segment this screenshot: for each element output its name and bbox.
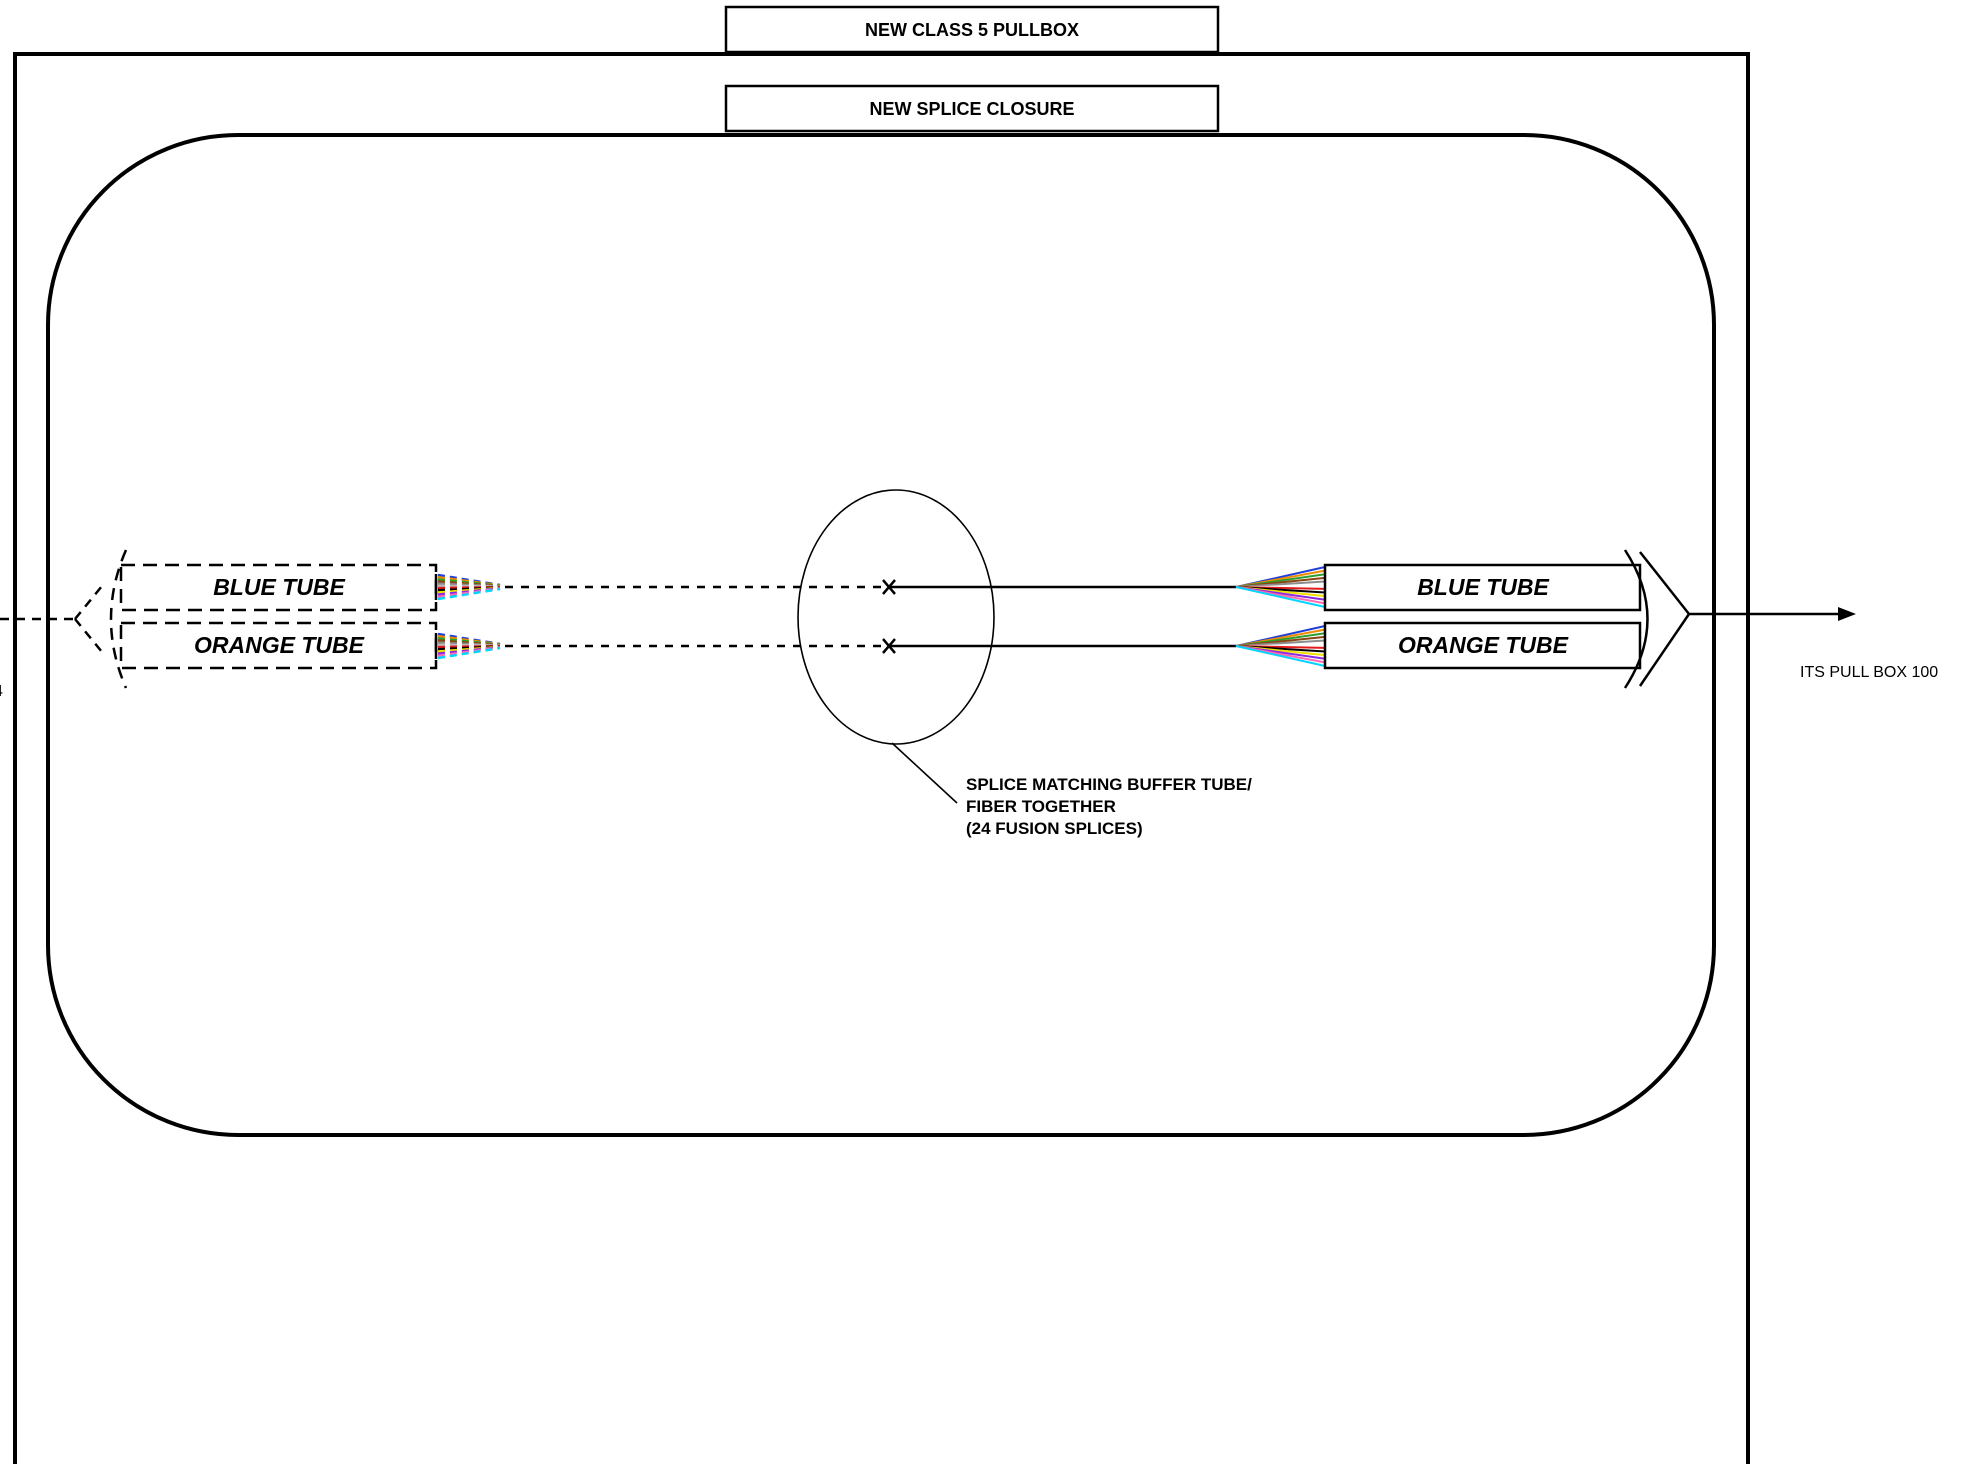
closure-title-box (724, 84, 1220, 133)
callout-leader (891, 742, 958, 804)
splice-note-line-3: (24 FUSION SPLICES) (966, 819, 1143, 838)
left-cable-fanout (74, 585, 103, 653)
splice-note-line-1: SPLICE MATCHING BUFFER TUBE/ (966, 775, 1252, 794)
x-mark-icon (882, 579, 896, 595)
left-blue-tube (119, 563, 438, 612)
left-blue-tube-label: BLUE TUBE (213, 574, 345, 600)
fiber-strand (1235, 586, 1326, 608)
right-blue-tube-label: BLUE TUBE (1417, 574, 1549, 600)
fiber-strand (1235, 580, 1326, 588)
splice-note-line-2: FIBER TOGETHER (966, 797, 1116, 816)
pullbox-title-box (724, 5, 1220, 54)
pullbox-title: NEW CLASS 5 PULLBOX (865, 20, 1079, 40)
right-orange-fiber-fan (1235, 625, 1326, 667)
right-blue-fiber-fan (1235, 566, 1326, 608)
fiber-strand (1235, 639, 1326, 647)
left-cable-jacket (109, 549, 128, 689)
right-cable-jacket (1623, 549, 1649, 689)
left-edge-glyph-2: 4 (0, 683, 3, 700)
right-orange-tube-label: ORANGE TUBE (1398, 632, 1569, 658)
fiber-stub (437, 587, 501, 601)
x-mark-icon (882, 638, 896, 654)
splice-callout-ellipse (797, 489, 995, 745)
fiber-strand (1235, 645, 1326, 667)
right-orange-tube (1323, 621, 1642, 670)
destination-label: ITS PULL BOX 100 (1800, 664, 1938, 681)
fiber-stub (437, 646, 501, 660)
right-blue-tube (1323, 563, 1642, 612)
left-orange-tube-label: ORANGE TUBE (194, 632, 365, 658)
splice-closure-outline (46, 133, 1716, 1137)
left-orange-fiber-ends (434, 632, 501, 660)
arrow-right-icon (1838, 607, 1856, 621)
left-blue-fiber-ends (434, 573, 501, 601)
pullbox-outline (13, 52, 1750, 1464)
closure-title: NEW SPLICE CLOSURE (869, 99, 1074, 119)
